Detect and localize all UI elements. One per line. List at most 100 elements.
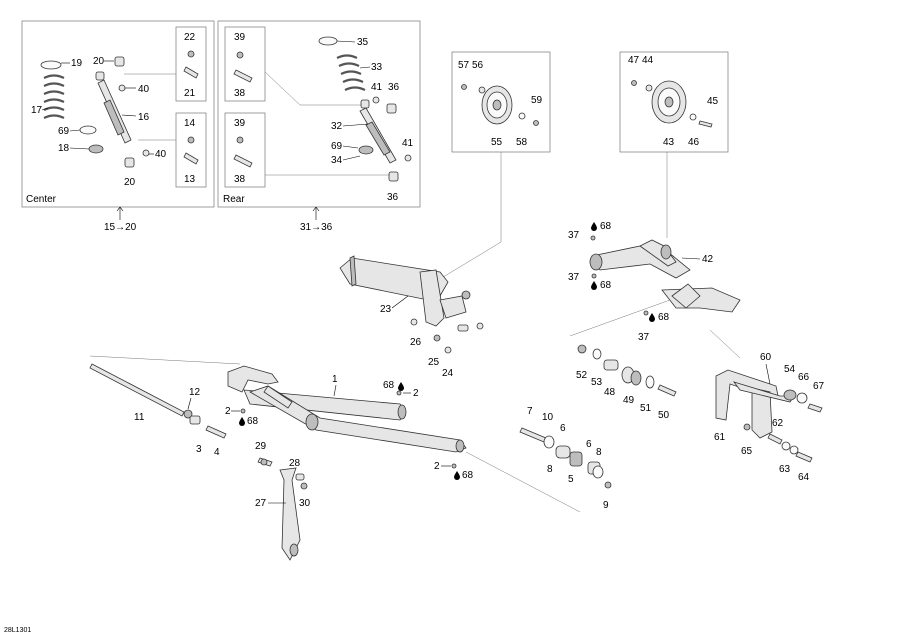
link-rod <box>257 457 308 561</box>
part-51: 51 <box>640 403 652 414</box>
part-19: 19 <box>71 58 83 69</box>
lube-icon <box>454 471 460 480</box>
part-21: 21 <box>184 88 196 99</box>
part-39a: 39 <box>234 32 246 43</box>
part-25: 25 <box>428 357 440 368</box>
part-50: 50 <box>658 410 670 421</box>
part-8a: 8 <box>547 464 553 475</box>
part-11: 11 <box>134 412 145 423</box>
part-58: 58 <box>516 137 528 148</box>
part-16: 16 <box>138 112 150 123</box>
idler-wheel-right <box>631 80 713 128</box>
part-62: 62 <box>772 418 784 429</box>
rail-rod <box>89 363 227 439</box>
center-box-caption: Center <box>26 194 57 205</box>
part-47: 47 <box>628 55 640 66</box>
rear-box <box>217 20 421 208</box>
part-55: 55 <box>491 137 503 148</box>
part-41b: 41 <box>402 138 414 149</box>
idler-box-right <box>619 51 729 153</box>
part-35: 35 <box>357 37 369 48</box>
part-53: 53 <box>591 377 603 388</box>
part-69a: 69 <box>58 126 70 137</box>
part-17: 17 <box>31 105 43 116</box>
part-5: 5 <box>568 474 574 485</box>
lube-icon <box>398 382 404 391</box>
part-20b: 20 <box>124 177 136 188</box>
part-2c: 2 <box>434 461 440 472</box>
part-40b: 40 <box>155 149 167 160</box>
lube-68-f: 68 <box>462 470 474 481</box>
part-37a: 37 <box>568 230 580 241</box>
part-23: 23 <box>380 304 392 315</box>
part-2a: 2 <box>225 406 231 417</box>
part-12: 12 <box>189 387 201 398</box>
part-63: 63 <box>779 464 791 475</box>
part-36a: 36 <box>388 82 400 93</box>
upper-arm <box>589 235 741 316</box>
part-6a: 6 <box>560 423 566 434</box>
part-48: 48 <box>604 387 616 398</box>
lube-68-d: 68 <box>247 416 259 427</box>
lube-icon <box>239 417 245 426</box>
part-28: 28 <box>289 458 301 469</box>
lube-icon <box>591 281 597 290</box>
part-37b: 37 <box>568 272 580 283</box>
part-10: 10 <box>542 412 554 423</box>
part-32: 32 <box>331 121 343 132</box>
rear-range-label: 31→36 <box>300 222 333 233</box>
part-66: 66 <box>798 372 810 383</box>
part-18: 18 <box>58 143 70 154</box>
part-34: 34 <box>331 155 343 166</box>
lube-68-b: 68 <box>600 280 612 291</box>
part-2b: 2 <box>413 388 419 399</box>
part-33: 33 <box>371 62 383 73</box>
part-41a: 41 <box>371 82 383 93</box>
part-46: 46 <box>688 137 700 148</box>
part-69b: 69 <box>331 141 343 152</box>
rear-bolt-box-lower <box>224 112 266 188</box>
part-26: 26 <box>410 337 422 348</box>
part-49: 49 <box>623 395 635 406</box>
part-64: 64 <box>798 472 810 483</box>
part-52: 52 <box>576 370 588 381</box>
part-38b: 38 <box>234 174 246 185</box>
part-57: 57 <box>458 60 470 71</box>
part-42: 42 <box>702 254 714 265</box>
part-43: 43 <box>663 137 675 148</box>
part-44: 44 <box>642 55 654 66</box>
center-spring-group <box>40 50 199 168</box>
axle-set <box>519 427 612 489</box>
part-61: 61 <box>714 432 726 443</box>
part-20a: 20 <box>93 56 105 67</box>
lube-68-e: 68 <box>383 380 395 391</box>
part-4: 4 <box>214 447 220 458</box>
rear-spring-group <box>233 36 412 182</box>
diagram-id-code: 28L1301 <box>4 627 31 634</box>
lube-68-a: 68 <box>600 221 612 232</box>
part-30: 30 <box>299 498 311 509</box>
part-7: 7 <box>527 406 533 417</box>
lube-icon <box>591 222 597 231</box>
part-3: 3 <box>196 444 202 455</box>
part-14: 14 <box>184 118 196 129</box>
part-8b: 8 <box>596 447 602 458</box>
stopper-bracket <box>715 369 823 463</box>
part-54: 54 <box>784 364 796 375</box>
center-bolt-box-lower <box>175 112 207 188</box>
part-56: 56 <box>472 60 484 71</box>
part-1: 1 <box>332 374 338 385</box>
part-27: 27 <box>255 498 267 509</box>
rear-box-caption: Rear <box>223 194 245 205</box>
pivot-hardware <box>577 344 677 397</box>
front-bracket <box>339 255 484 354</box>
part-24: 24 <box>442 368 454 379</box>
part-65: 65 <box>741 446 753 457</box>
part-59: 59 <box>531 95 543 106</box>
part-36b: 36 <box>387 192 399 203</box>
part-9: 9 <box>603 500 609 511</box>
center-range-label: 15→20 <box>104 222 137 233</box>
part-6b: 6 <box>586 439 592 450</box>
center-box <box>21 20 215 208</box>
